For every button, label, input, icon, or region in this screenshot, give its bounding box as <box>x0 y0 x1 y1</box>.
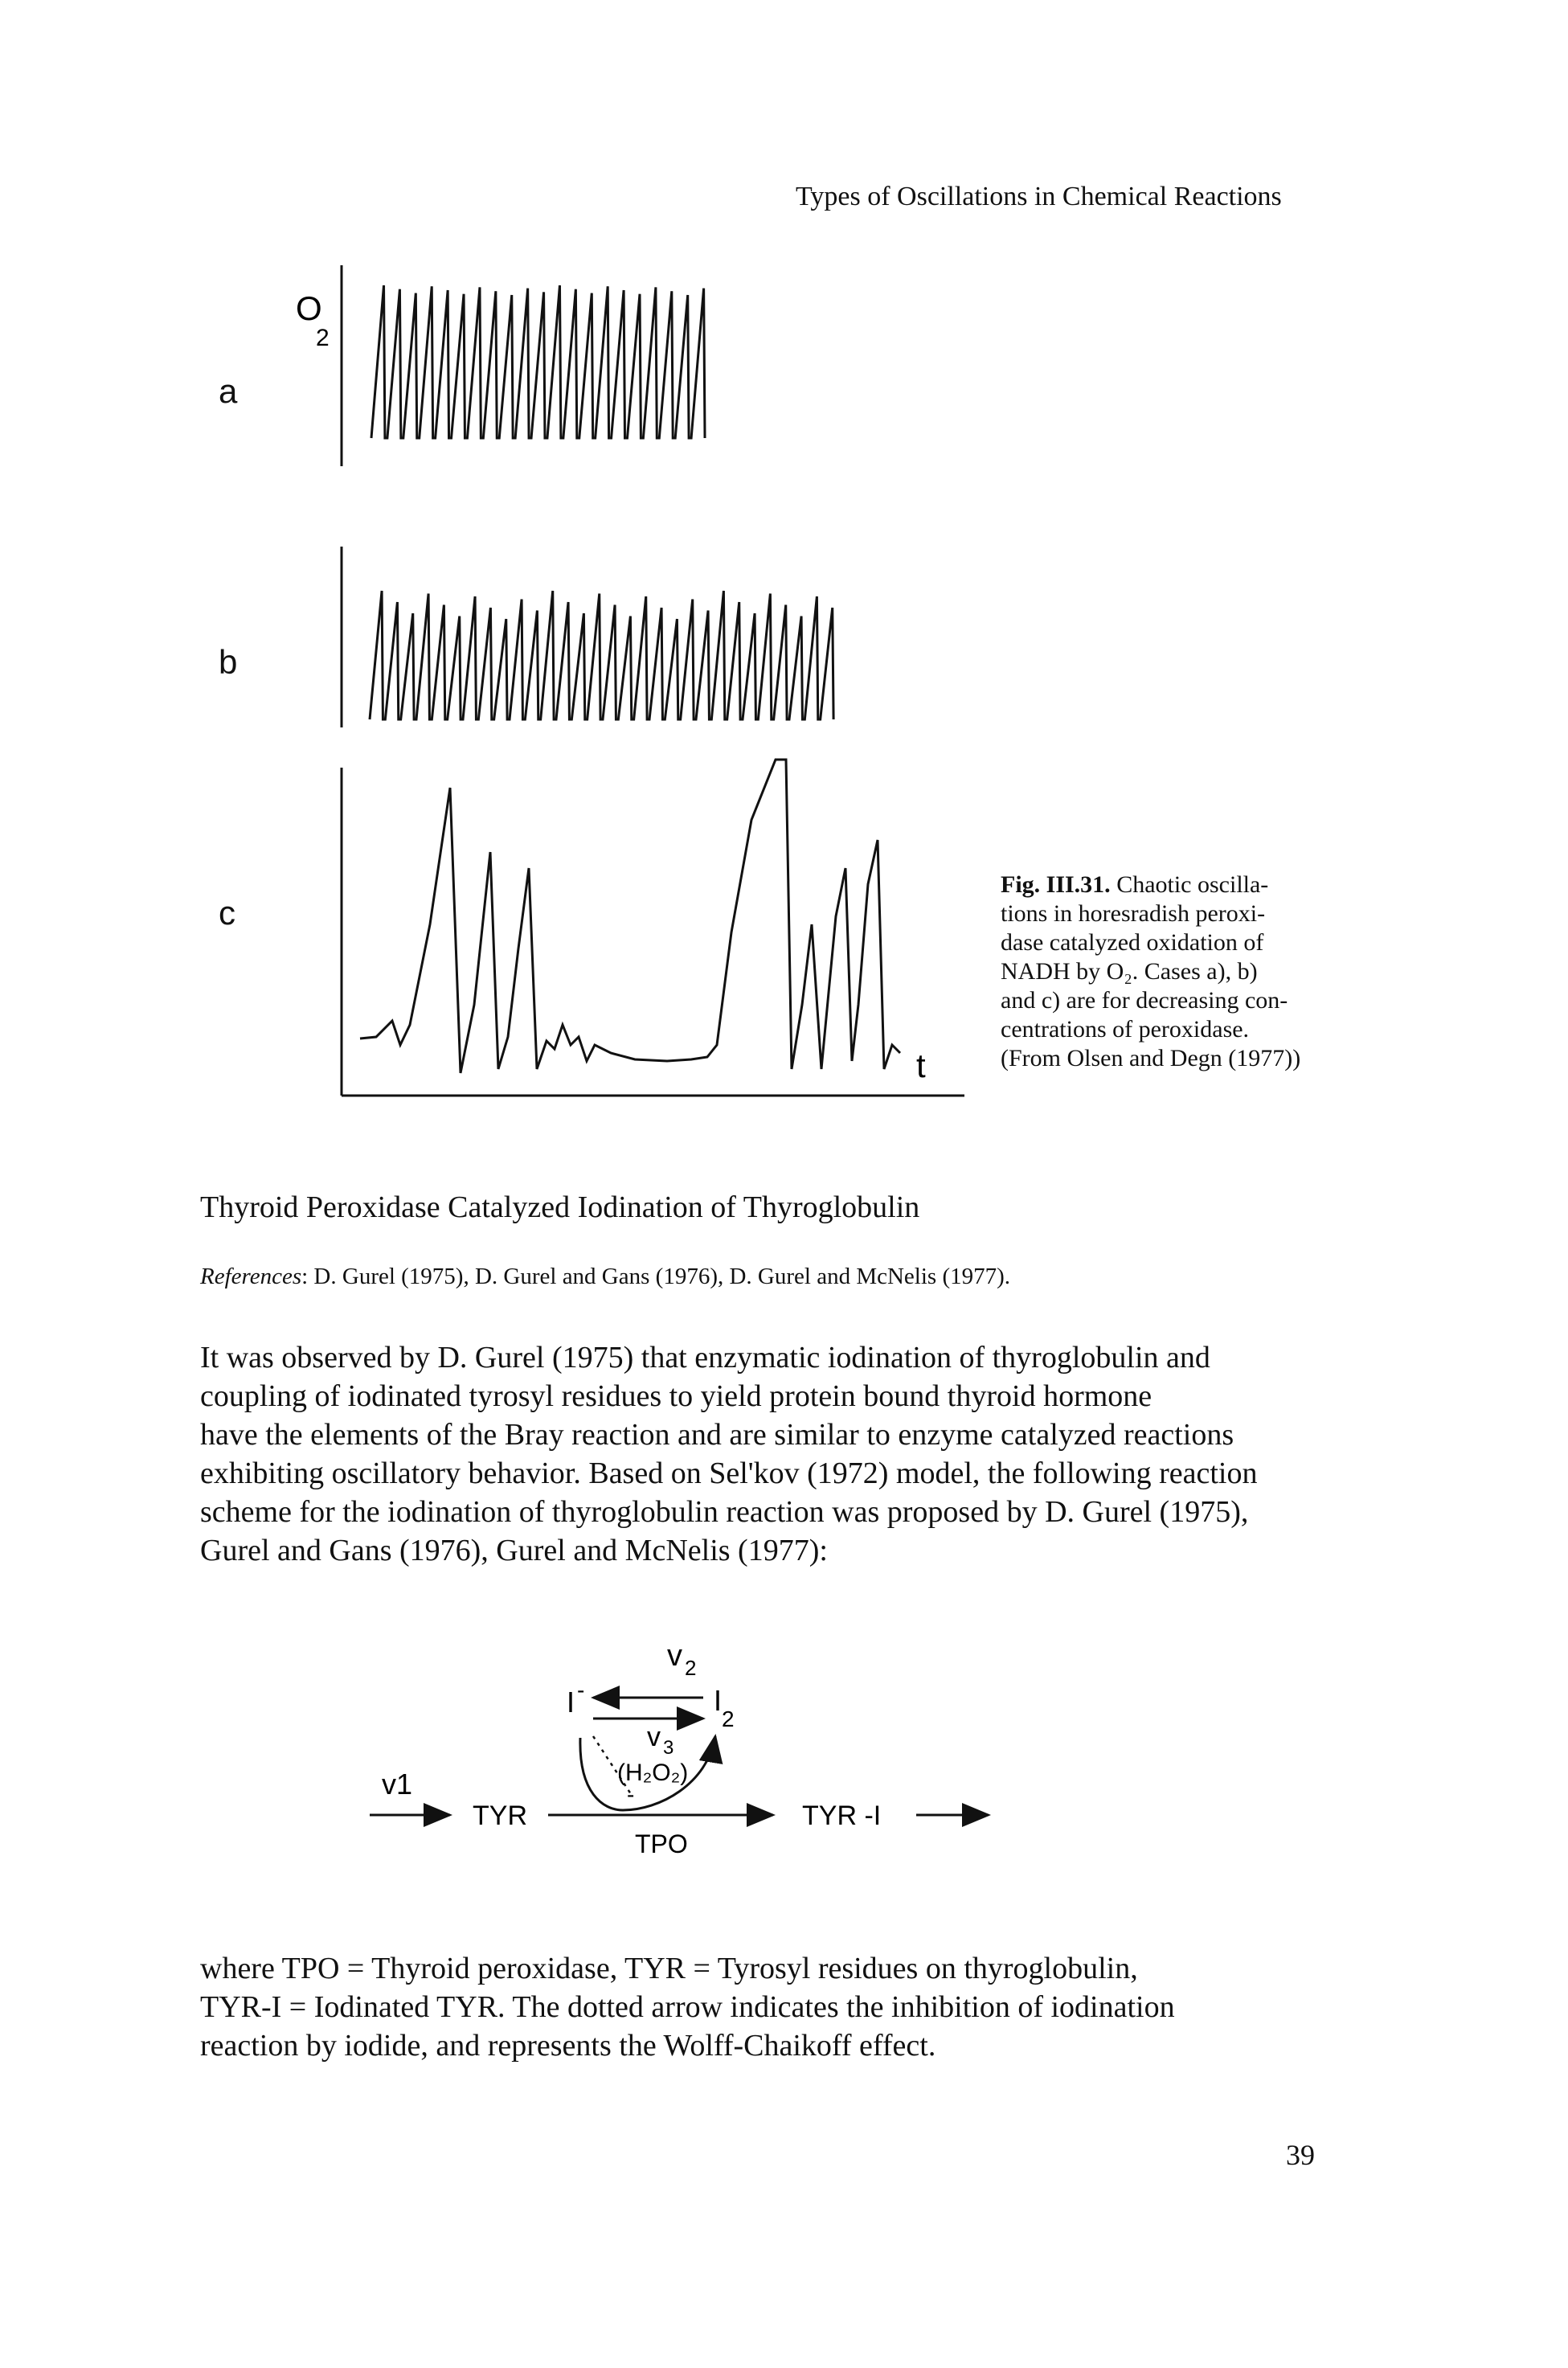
paragraph-line: TYR-I = Iodinated TYR. The dotted arrow … <box>200 1990 1175 2024</box>
references: References: D. Gurel (1975), D. Gurel an… <box>200 1264 1010 1290</box>
page-number: 39 <box>1286 2139 1315 2171</box>
paragraph-line: It was observed by D. Gurel (1975) that … <box>200 1341 1210 1375</box>
v1-label: v1 <box>382 1768 412 1801</box>
o2-label-subscript: 2 <box>316 325 330 351</box>
h2o2-label: (H₂O₂) <box>617 1760 688 1786</box>
tpo-label: TPO <box>635 1829 688 1858</box>
paragraph-line: exhibiting oscillatory behavior. Based o… <box>200 1456 1258 1490</box>
panel-label-c: c <box>219 894 235 932</box>
oscillation-figure: O 2 t <box>296 265 964 1097</box>
iodide-charge: - <box>577 1678 584 1702</box>
iodine-label: I <box>714 1684 722 1717</box>
paragraph-line: Gurel and Gans (1976), Gurel and McNelis… <box>200 1534 828 1567</box>
caption-line: dase catalyzed oxidation of <box>1001 929 1264 956</box>
v3-subscript: 3 <box>663 1737 673 1759</box>
panel-label-b: b <box>219 643 238 681</box>
caption-line: NADH by O₂. Cases a), b) <box>1001 958 1258 985</box>
paragraph-line: scheme for the iodination of thyroglobul… <box>200 1495 1249 1529</box>
paragraph-line: where TPO = Thyroid peroxidase, TYR = Ty… <box>200 1952 1138 1985</box>
section-title: Thyroid Peroxidase Catalyzed Iodination … <box>200 1190 920 1224</box>
figure-caption: Fig. III.31. Chaotic oscilla- tions in h… <box>1001 871 1338 1073</box>
inhibition-arrow-dotted <box>592 1735 633 1795</box>
caption-line: tions in horesradish peroxi- <box>1001 900 1266 927</box>
references-label: References <box>200 1264 302 1289</box>
body-paragraph-1: It was observed by D. Gurel (1975) that … <box>200 1338 1341 1570</box>
panel-c-trace: t <box>340 758 964 1097</box>
panel-b-trace <box>340 547 835 727</box>
v2-label: v <box>667 1639 682 1673</box>
caption-line: Chaotic oscilla- <box>1116 871 1269 898</box>
time-axis-label: t <box>916 1047 926 1084</box>
panel-a-trace: O 2 <box>296 265 706 466</box>
caption-line: centrations of peroxidase. <box>1001 1016 1250 1043</box>
caption-line: (From Olsen and Degn (1977)) <box>1001 1045 1301 1071</box>
panel-label-a: a <box>219 372 238 410</box>
iodide-label: I <box>567 1686 575 1719</box>
iodine-subscript: 2 <box>722 1706 735 1731</box>
v3-label: v <box>647 1722 661 1752</box>
references-text: : D. Gurel (1975), D. Gurel and Gans (19… <box>301 1264 1011 1289</box>
running-head: Types of Oscillations in Chemical Reacti… <box>796 182 1282 211</box>
paragraph-line: coupling of iodinated tyrosyl residues t… <box>200 1379 1152 1413</box>
iodide-curved-arrow <box>579 1737 624 1812</box>
reaction-scheme: v 2 I - I 2 v 3 (H₂O₂) - v1 TYR TPO TYR … <box>370 1639 991 1858</box>
caption-line: and c) are for decreasing con- <box>1001 987 1288 1014</box>
tyr-label: TYR <box>473 1801 527 1831</box>
paragraph-line: have the elements of the Bray reaction a… <box>200 1418 1234 1452</box>
inhibition-minus: - <box>627 1782 634 1807</box>
paragraph-line: reaction by iodide, and represents the W… <box>200 2029 936 2063</box>
v2-subscript: 2 <box>685 1656 696 1680</box>
body-paragraph-2: where TPO = Thyroid peroxidase, TYR = Ty… <box>200 1949 1341 2065</box>
tyr-i-label: TYR -I <box>802 1801 881 1831</box>
o2-label: O <box>296 289 322 327</box>
figure-number: Fig. III.31. <box>1001 871 1111 898</box>
iodine-curved-arrow <box>622 1734 723 1812</box>
